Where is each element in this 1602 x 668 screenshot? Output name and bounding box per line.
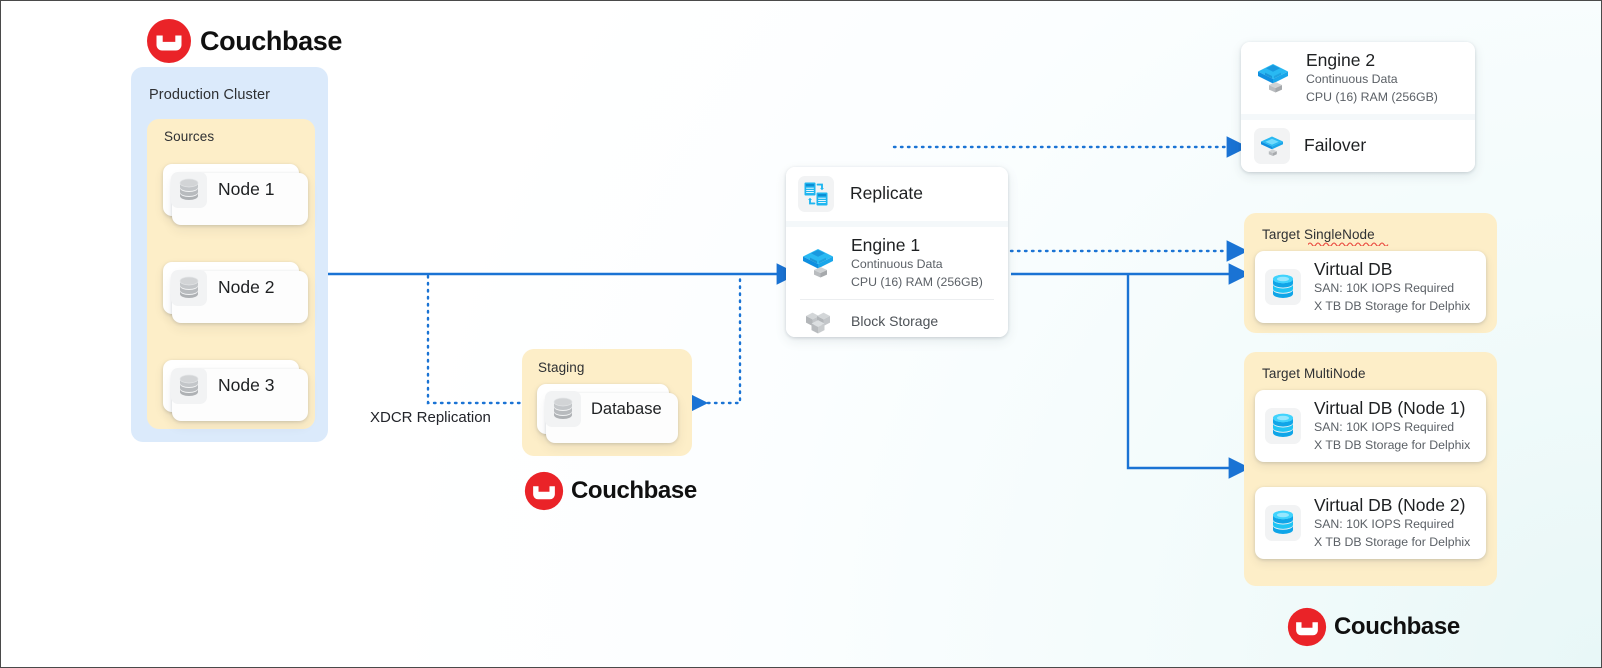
virtual-db-sub1: SAN: 10K IOPS Required bbox=[1314, 281, 1455, 296]
production-cluster-title: Production Cluster bbox=[149, 87, 271, 103]
failover-diamond-icon bbox=[1254, 128, 1290, 164]
engine1-sub1: Continuous Data bbox=[851, 257, 943, 272]
virtual-db-icon bbox=[1265, 269, 1301, 305]
failover-row[interactable]: Failover bbox=[1241, 120, 1475, 172]
virtual-db-sub1: SAN: 10K IOPS Required bbox=[1314, 517, 1455, 532]
xdcr-replication-label: XDCR Replication bbox=[370, 409, 491, 426]
virtual-db-icon bbox=[1265, 505, 1301, 541]
node-card-label: Node 2 bbox=[218, 277, 275, 298]
block-storage-label: Block Storage bbox=[851, 313, 939, 329]
couchbase-logo-icon bbox=[147, 19, 191, 63]
wire-to-target-multinode bbox=[1126, 274, 1251, 479]
engine1-row[interactable]: Engine 1 Continuous Data CPU (16) RAM (2… bbox=[786, 227, 1008, 299]
replicate-label: Replicate bbox=[850, 183, 923, 204]
staging-database-label: Database bbox=[591, 399, 662, 418]
node-card-1[interactable]: Node 1 bbox=[163, 164, 308, 225]
engine-cube-icon bbox=[1253, 58, 1293, 98]
spellcheck-underline-icon bbox=[1308, 242, 1389, 246]
failover-label: Failover bbox=[1304, 135, 1367, 156]
database-cylinder-icon bbox=[171, 270, 207, 306]
engine1-separator bbox=[800, 299, 994, 300]
virtual-db-sub2: X TB DB Storage for Delphix bbox=[1314, 437, 1471, 452]
couchbase-logo-staging: Couchbase bbox=[524, 471, 697, 511]
couchbase-wordmark: Couchbase bbox=[1334, 613, 1460, 640]
couchbase-logo-icon bbox=[1287, 607, 1327, 647]
virtual-db-card-node1[interactable]: Virtual DB (Node 1) SAN: 10K IOPS Requir… bbox=[1255, 390, 1486, 462]
replicate-row[interactable]: Replicate bbox=[786, 167, 1008, 221]
target-singlenode-title: Target SingleNode bbox=[1262, 227, 1375, 242]
failover-panel: Engine 2 Continuous Data CPU (16) RAM (2… bbox=[1241, 42, 1475, 172]
database-cylinder-icon bbox=[171, 172, 207, 208]
virtual-db-sub2: X TB DB Storage for Delphix bbox=[1314, 534, 1471, 549]
couchbase-wordmark: Couchbase bbox=[571, 477, 697, 504]
engine2-sub2: CPU (16) RAM (256GB) bbox=[1306, 89, 1438, 104]
engine2-label: Engine 2 bbox=[1306, 49, 1376, 70]
virtual-db-sub1: SAN: 10K IOPS Required bbox=[1314, 420, 1455, 435]
engine1-label: Engine 1 bbox=[851, 234, 921, 255]
node-card-label: Node 1 bbox=[218, 179, 275, 200]
block-storage-icon bbox=[798, 301, 838, 337]
staging-title: Staging bbox=[538, 360, 585, 375]
replicate-icon bbox=[798, 176, 834, 212]
sources-title: Sources bbox=[164, 129, 215, 144]
node-card-3[interactable]: Node 3 bbox=[163, 360, 308, 421]
panel-divider-strip bbox=[786, 221, 1008, 227]
target-multinode-title: Target MultiNode bbox=[1262, 366, 1366, 381]
virtual-db-icon bbox=[1265, 408, 1301, 444]
virtual-db-sub2: X TB DB Storage for Delphix bbox=[1314, 298, 1471, 313]
engine2-sub1: Continuous Data bbox=[1306, 72, 1398, 87]
engine2-row[interactable]: Engine 2 Continuous Data CPU (16) RAM (2… bbox=[1241, 42, 1475, 114]
engine1-panel: Replicate Engine 1 Contin bbox=[786, 167, 1008, 337]
engine1-sub2: CPU (16) RAM (256GB) bbox=[851, 274, 983, 289]
couchbase-wordmark: Couchbase bbox=[200, 25, 342, 56]
virtual-db-label: Virtual DB (Node 1) bbox=[1314, 397, 1466, 418]
database-cylinder-icon bbox=[171, 368, 207, 404]
couchbase-logo-icon bbox=[524, 471, 564, 511]
staging-database-card[interactable]: Database bbox=[537, 384, 678, 443]
node-card-2[interactable]: Node 2 bbox=[163, 262, 308, 323]
virtual-db-label: Virtual DB (Node 2) bbox=[1314, 494, 1466, 515]
virtual-db-card-single[interactable]: Virtual DB SAN: 10K IOPS Required X TB D… bbox=[1255, 251, 1486, 323]
virtual-db-label: Virtual DB bbox=[1314, 258, 1393, 279]
engine-cube-icon bbox=[798, 243, 838, 283]
block-storage-row[interactable]: Block Storage bbox=[786, 300, 1008, 337]
virtual-db-card-node2[interactable]: Virtual DB (Node 2) SAN: 10K IOPS Requir… bbox=[1255, 487, 1486, 559]
couchbase-logo-top: Couchbase bbox=[146, 18, 342, 64]
couchbase-logo-bottom: Couchbase bbox=[1287, 607, 1460, 647]
database-cylinder-icon bbox=[545, 391, 581, 427]
panel-divider-strip bbox=[1241, 114, 1475, 120]
wire-staging-to-engine1 bbox=[692, 274, 742, 405]
node-card-label: Node 3 bbox=[218, 375, 275, 396]
